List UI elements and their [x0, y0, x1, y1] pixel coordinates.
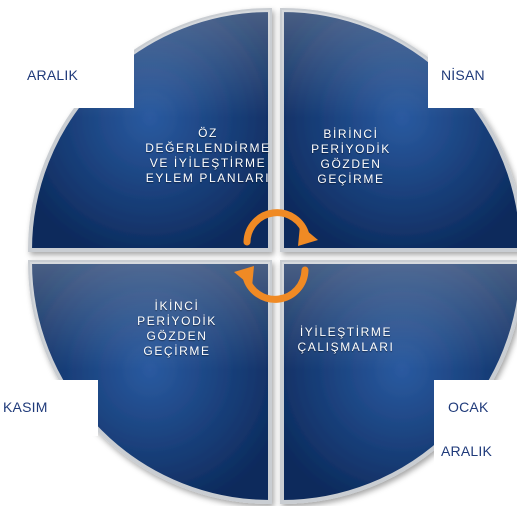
quadrant-top-left-line-3: VE İYİLEŞTİRME	[149, 156, 267, 170]
quadrant-bottom-left-gloss	[30, 262, 270, 502]
quadrant-bottom-right-line-1: İYİLEŞTİRME	[299, 325, 393, 339]
label-tab-top-left	[14, 48, 134, 108]
quadrant-bottom-left-line-2: PERİYODİK	[137, 314, 217, 328]
quadrant-bottom-right-text: İYİLEŞTİRME ÇALIŞMALARI	[286, 325, 406, 355]
quadrant-bottom-left-line-4: GEÇİRME	[143, 344, 211, 358]
quadrant-top-left-gloss	[30, 10, 270, 250]
quadrant-bottom-left-text: İKİNCİ PERİYODİK GÖZDEN GEÇİRME	[122, 299, 232, 359]
quadrant-top-right-line-3: GÖZDEN	[320, 157, 382, 171]
month-label-top-right: NİSAN	[441, 67, 485, 83]
quadrant-top-right-text: BİRİNCİ PERİYODİK GÖZDEN GEÇİRME	[296, 127, 406, 187]
quadrant-top-left-text: ÖZ DEĞERLENDİRME VE İYİLEŞTİRME EYLEM PL…	[133, 126, 283, 186]
label-tab-bottom-left	[0, 380, 98, 436]
quadrant-bottom-left-line-3: GÖZDEN	[146, 329, 208, 343]
quadrant-top-right-line-2: PERİYODİK	[311, 142, 391, 156]
month-label-bottom-left: KASIM	[3, 399, 48, 415]
quadrant-bottom-right-line-2: ÇALIŞMALARI	[297, 340, 395, 354]
label-tab-top-right	[428, 48, 517, 108]
quadrant-top-right-gloss	[282, 10, 517, 250]
quadrant-top-left-line-4: EYLEM PLANLARI	[145, 171, 271, 185]
cycle-arrows-icon	[234, 209, 318, 303]
month-label-bottom-right-upper: OCAK	[448, 399, 489, 415]
quadrant-bottom-right-gloss	[282, 262, 517, 502]
quadrant-top-left-line-2: DEĞERLENDİRME	[145, 141, 271, 155]
quadrant-top-right-line-4: GEÇİRME	[317, 172, 385, 186]
month-label-bottom-right-lower: ARALIK	[441, 443, 492, 459]
quadrant-bottom-left-line-1: İKİNCİ	[154, 299, 200, 313]
quadrant-top-right-line-1: BİRİNCİ	[323, 127, 379, 141]
month-label-top-left: ARALIK	[27, 67, 78, 83]
label-tab-bottom-right	[434, 380, 517, 482]
quadrant-top-left-line-1: ÖZ	[198, 126, 218, 140]
